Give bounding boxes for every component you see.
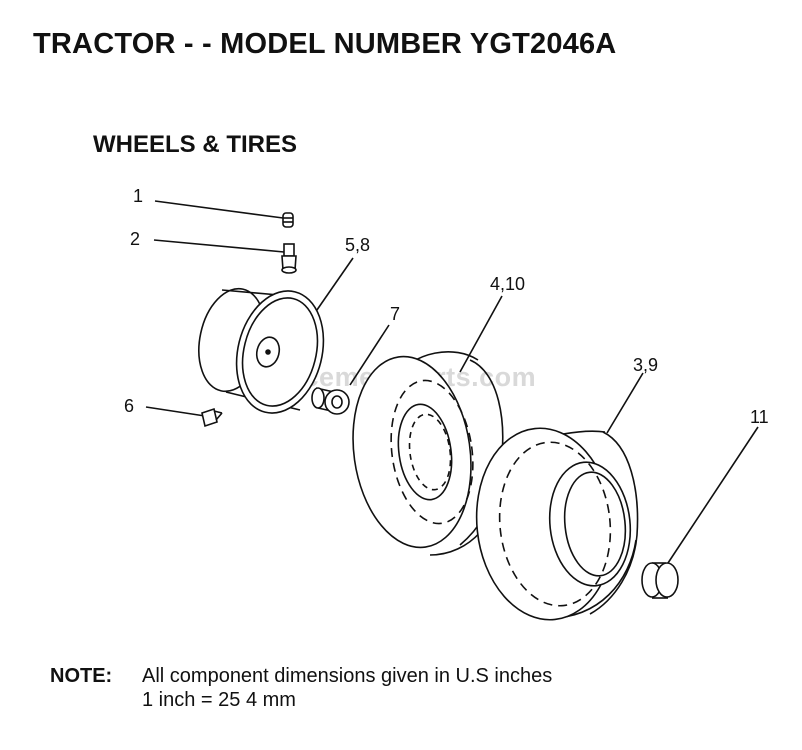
callout-1: 1	[133, 186, 144, 206]
callout-5-8: 5,8	[345, 235, 371, 255]
note-label: NOTE:	[50, 665, 113, 687]
rim-part	[198, 287, 325, 414]
tire-large-part	[475, 427, 639, 621]
leader-410	[459, 295, 503, 373]
note-line-2: 1 inch = 25 4 mm	[142, 689, 296, 711]
page-title: TRACTOR - - MODEL NUMBER YGT2046A	[33, 28, 617, 60]
callout-7: 7	[390, 304, 401, 324]
note-line-1: All component dimensions given in U.S in…	[142, 665, 553, 687]
leader-1	[154, 200, 284, 219]
leader-11	[667, 426, 759, 564]
valve-stem-part	[281, 243, 297, 274]
leader-7	[349, 324, 390, 386]
callout-2: 2	[130, 229, 141, 249]
lug-bolt-part	[201, 407, 223, 428]
hub-cap-part	[641, 562, 679, 599]
leader-2	[153, 239, 285, 253]
bushing-part	[311, 387, 350, 415]
footnote: NOTE: All component dimensions given in U…	[50, 664, 552, 712]
callout-3-9: 3,9	[633, 355, 659, 375]
callout-6: 6	[124, 396, 135, 416]
valve-cap-part	[282, 212, 294, 228]
section-title: WHEELS & TIRES	[93, 131, 298, 158]
leader-39	[606, 372, 644, 434]
leader-6	[145, 406, 206, 417]
callout-4-10: 4,10	[490, 274, 526, 294]
callout-11: 11	[750, 407, 769, 427]
